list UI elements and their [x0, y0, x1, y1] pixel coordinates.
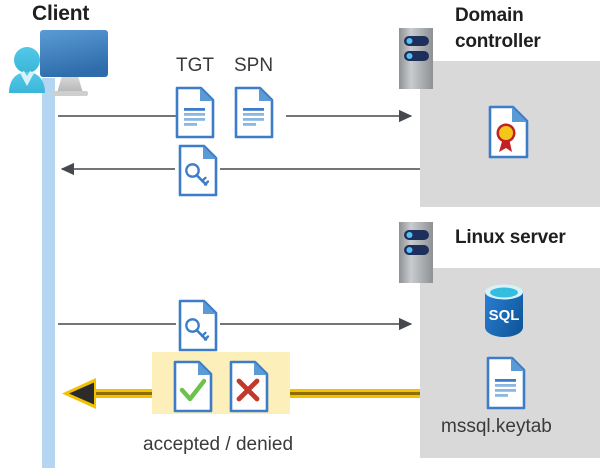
user-workstation-icon — [9, 30, 108, 96]
document-cross-icon — [229, 360, 269, 413]
domain-controller-title: Domain controller — [455, 3, 595, 55]
keytab-filename-label: mssql.keytab — [441, 416, 552, 437]
domain-controller-title-line1: Domain — [455, 5, 524, 26]
spn-label: SPN — [234, 55, 274, 76]
arrow-auth-result — [62, 378, 420, 409]
client-lifeline — [42, 78, 55, 468]
document-lines-icon-spn — [234, 86, 274, 139]
domain-controller-title-line2: controller — [455, 31, 541, 52]
document-key-icon-response — [178, 144, 218, 197]
linux-server-title: Linux server — [455, 227, 566, 248]
client-title: Client — [32, 2, 90, 25]
document-check-icon — [173, 360, 213, 413]
accepted-denied-label: accepted / denied — [143, 434, 294, 455]
tgt-label: TGT — [176, 55, 214, 76]
sql-database-icon: SQL — [485, 284, 523, 337]
certificate-document-icon — [488, 105, 529, 159]
keytab-document-icon — [486, 356, 526, 410]
document-key-icon-presented — [178, 299, 218, 352]
document-lines-icon-tgt — [175, 86, 215, 139]
server-rack-icon-dc — [399, 28, 433, 89]
svg-text:SQL: SQL — [489, 307, 520, 324]
server-rack-icon-linux — [399, 222, 433, 283]
